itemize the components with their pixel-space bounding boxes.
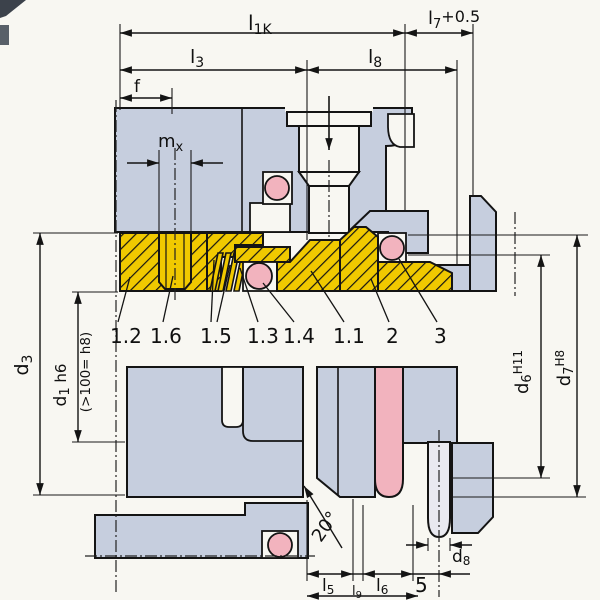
- part-label-1-1: 1.1: [333, 324, 365, 348]
- label-d6: d6H11: [511, 350, 535, 394]
- gland-plate-lower: [451, 442, 494, 534]
- part-label-1-3: 1.3: [247, 324, 279, 348]
- extension-lines: [33, 24, 588, 581]
- part-label-1-2: 1.2: [110, 324, 142, 348]
- part-labels: 1.2 1.6 1.5 1.3 1.4 1.1 2 3: [110, 324, 447, 348]
- upper-orings: [262, 171, 407, 264]
- o-ring-1-4: [245, 262, 273, 290]
- o-ring-lower: [267, 532, 293, 558]
- angle-arc: [303, 485, 343, 549]
- label-l1k: l1K: [248, 11, 272, 38]
- seat-housing: [402, 366, 458, 444]
- seal-unit: [119, 226, 453, 292]
- label-d8: d8: [452, 547, 470, 568]
- label-l3: l3: [190, 46, 204, 71]
- part-leaders: [117, 258, 438, 323]
- label-l9: l9: [352, 584, 362, 600]
- part-label-1-5: 1.5: [200, 324, 232, 348]
- seat-o-ring: [379, 235, 405, 261]
- label-d1: d1 h6: [51, 364, 73, 407]
- label-f: f: [134, 77, 141, 97]
- stuffing-box-wall: [126, 366, 304, 498]
- gland-tongue: [345, 210, 429, 254]
- shaft-shoulder: [94, 502, 309, 559]
- part-label-1-4: 1.4: [283, 324, 315, 348]
- part-label-2: 2: [386, 324, 399, 348]
- label-mx: mx: [158, 131, 184, 155]
- part-label-1-6: 1.6: [150, 324, 182, 348]
- label-d1-note: (>100= h8): [78, 332, 94, 412]
- scan-artifact: [0, 0, 26, 45]
- label-d3: d3: [11, 355, 36, 376]
- label-l6: l6: [376, 576, 388, 597]
- bore-step-line: [242, 367, 303, 442]
- shaft-sleeve: [316, 366, 376, 498]
- face-carrier: [234, 246, 291, 263]
- gland-step-notch: [387, 113, 415, 148]
- gland-plate: [469, 195, 497, 292]
- bellows: [374, 366, 404, 499]
- label-l7: l7+0.5: [428, 7, 480, 32]
- centerlines: [85, 100, 516, 597]
- o-ring: [264, 175, 290, 201]
- gland-recess: [249, 202, 291, 233]
- dimension-lines: [36, 29, 581, 600]
- label-5: 5: [415, 573, 428, 597]
- seat-flange: [377, 261, 453, 292]
- part-label-3: 3: [434, 324, 447, 348]
- label-d7: d7H8: [553, 350, 577, 386]
- lower-housing: [94, 366, 494, 559]
- set-screw-1-6: [158, 232, 192, 290]
- label-l8: l8: [368, 46, 382, 71]
- bore-groove: [221, 366, 244, 428]
- label-l5: l5: [322, 576, 334, 597]
